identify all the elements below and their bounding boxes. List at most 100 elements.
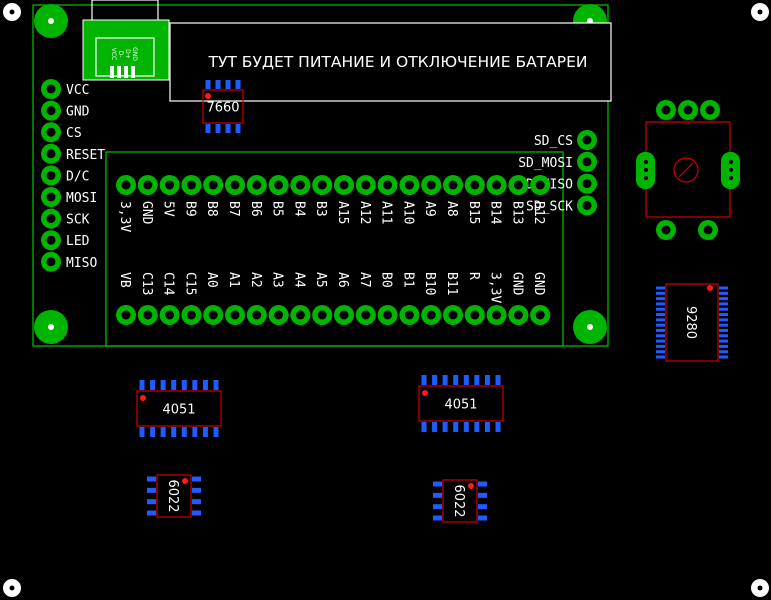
bottom-pin-label-15: B11 <box>444 272 459 295</box>
bottom-pin-label-19: GND <box>531 272 546 296</box>
top-pin-label-5: B7 <box>226 201 241 217</box>
top-pad-3 <box>181 175 202 195</box>
top-pad-8 <box>290 175 311 195</box>
chip-9280: 9280 <box>656 283 728 362</box>
potentiometer <box>636 100 740 240</box>
top-pad-1 <box>137 175 158 195</box>
sd-label-sdcs: SD_CS <box>534 134 573 149</box>
chip-4051-right-label: 4051 <box>444 398 477 413</box>
sd-pad-sdsck <box>577 195 597 216</box>
mount-hole-tl <box>34 4 68 38</box>
chip-4051-left-label: 4051 <box>162 403 195 418</box>
top-pin-label-7: B5 <box>270 201 285 217</box>
top-pin-label-19: B12 <box>531 201 546 224</box>
corner-mark-top-right <box>751 3 769 21</box>
sd-pad-sdmiso <box>577 173 597 194</box>
sd-label-sdmosi: SD_MOSI <box>518 156 573 171</box>
bottom-pad-1 <box>137 305 158 325</box>
bottom-pad-9 <box>312 305 333 325</box>
bottom-pad-2 <box>159 305 180 325</box>
top-pin-label-11: A12 <box>357 201 372 224</box>
header-label-gnd: GND <box>66 105 90 120</box>
bottom-pad-13 <box>399 305 420 325</box>
bottom-pin-label-8: A4 <box>291 272 306 288</box>
usb-pin-label: D+ <box>124 49 131 59</box>
top-pin-label-1: GND <box>139 201 154 225</box>
bottom-pin-label-2: C14 <box>161 272 176 296</box>
bottom-pin-label-12: B0 <box>379 272 394 288</box>
chip-7660: 7660 <box>202 80 244 133</box>
top-pin-label-9: B3 <box>313 201 328 217</box>
top-pad-6 <box>246 175 267 195</box>
mount-hole-bl <box>34 310 68 344</box>
sd-pad-sdmosi <box>577 151 597 172</box>
header-pad-gnd <box>41 100 61 121</box>
header-label-cs: CS <box>66 126 82 141</box>
header-label-reset: RESET <box>66 148 105 163</box>
corner-mark-bottom-left <box>3 579 21 597</box>
bottom-pin-label-3: C15 <box>182 272 197 295</box>
usb-pin-label: VCC <box>110 48 117 60</box>
chip-7660-label: 7660 <box>206 101 239 116</box>
bottom-pad-6 <box>246 305 267 325</box>
inner-module-outline <box>105 151 564 347</box>
bottom-pin-label-18: GND <box>509 272 524 296</box>
bottom-pin-label-13: B1 <box>400 272 415 288</box>
header-pad-dc <box>41 165 61 186</box>
header-label-mosi: MOSI <box>66 191 97 206</box>
bottom-pad-4 <box>203 305 224 325</box>
chip-6022-right: 6022 <box>433 479 487 523</box>
top-pad-16 <box>464 175 485 195</box>
mount-hole-br <box>573 310 607 344</box>
bottom-pin-label-10: A6 <box>335 272 350 288</box>
chip-4051-right: 4051 <box>418 375 504 432</box>
bottom-pad-16 <box>464 305 485 325</box>
bottom-pad-18 <box>508 305 529 325</box>
bottom-pin-label-0: VB <box>117 272 132 288</box>
bottom-pin-label-9: A5 <box>313 272 328 288</box>
header-pad-led <box>41 230 61 251</box>
chip-6022-left: 6022 <box>147 474 201 518</box>
bottom-pin-label-16: R <box>466 272 481 280</box>
header-pad-reset <box>41 143 61 164</box>
top-pad-12 <box>377 175 398 195</box>
top-pad-19 <box>530 175 551 195</box>
chip-6022-right-label: 6022 <box>451 484 466 517</box>
top-pad-10 <box>334 175 354 195</box>
bottom-pad-14 <box>421 305 442 325</box>
chip-9280-label: 9280 <box>683 306 698 339</box>
bottom-pad-7 <box>268 305 289 325</box>
header-label-miso: MISO <box>66 256 97 271</box>
banner-box <box>169 22 612 102</box>
top-pin-label-18: B13 <box>509 201 524 224</box>
header-pad-sck <box>41 208 61 229</box>
bottom-pad-11 <box>355 305 376 325</box>
chip-4051-left: 4051 <box>136 380 222 437</box>
top-pad-13 <box>399 175 420 195</box>
usb-pin-label: GND <box>131 47 138 61</box>
top-pad-11 <box>355 175 376 195</box>
header-pad-cs <box>41 122 61 143</box>
top-pin-label-6: B6 <box>248 201 263 217</box>
top-pin-label-0: 3,3V <box>117 201 132 232</box>
top-pad-2 <box>159 175 180 195</box>
top-pad-15 <box>443 175 463 195</box>
bottom-pad-8 <box>290 305 311 325</box>
top-pad-4 <box>203 175 224 195</box>
top-pin-label-14: A9 <box>422 201 437 217</box>
bottom-pad-15 <box>443 305 463 325</box>
sd-pad-sdcs <box>577 130 597 150</box>
top-pin-label-16: B15 <box>466 201 481 224</box>
top-pin-label-10: A15 <box>335 201 350 224</box>
bottom-pin-label-7: A3 <box>270 272 285 288</box>
banner-text: ТУТ БУДЕТ ПИТАНИЕ И ОТКЛЮЧЕНИЕ БАТАРЕИ <box>208 53 588 71</box>
top-pad-18 <box>508 175 529 195</box>
top-pin-label-15: A8 <box>444 201 459 217</box>
sd-label-sdsck: SD_SCK <box>526 199 573 214</box>
top-pin-label-17: B14 <box>488 201 503 225</box>
bottom-pad-17 <box>486 305 507 325</box>
chip-6022-left-label: 6022 <box>165 479 180 512</box>
bottom-pad-12 <box>377 305 398 325</box>
bottom-pin-label-4: A0 <box>204 272 219 288</box>
